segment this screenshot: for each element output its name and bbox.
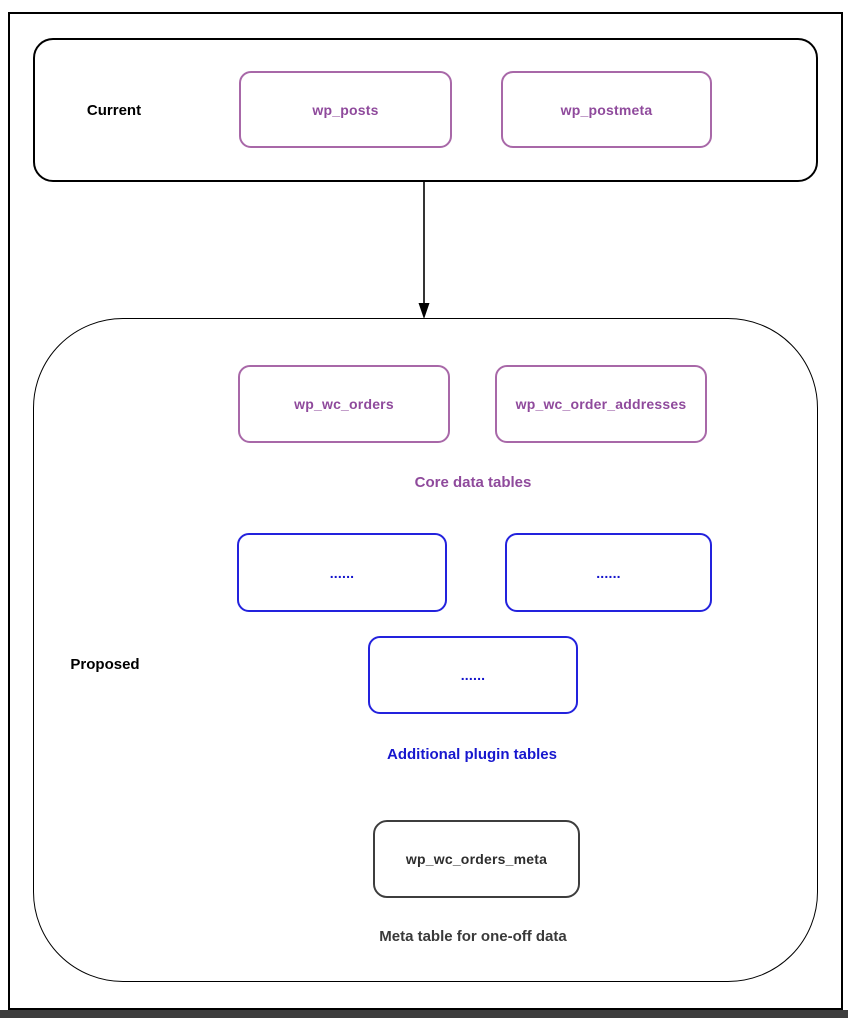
node-plugin-table-placeholder-2-label: ......: [596, 564, 621, 581]
proposed-group-label: Proposed: [70, 656, 140, 673]
node-plugin-table-placeholder-3: ......: [368, 636, 578, 714]
node-wp-wc-orders: wp_wc_orders: [238, 365, 450, 443]
current-to-proposed-arrow-icon: [418, 181, 430, 319]
node-plugin-table-placeholder-2: ......: [505, 533, 712, 612]
node-wp-wc-orders-meta: wp_wc_orders_meta: [373, 820, 580, 898]
node-wp-postmeta: wp_postmeta: [501, 71, 712, 148]
node-wp-wc-orders-label: wp_wc_orders: [294, 396, 394, 412]
current-group-label: Current: [86, 102, 142, 119]
node-wp-wc-order-addresses-label: wp_wc_order_addresses: [515, 396, 687, 412]
node-wp-posts: wp_posts: [239, 71, 452, 148]
node-wp-wc-order-addresses: wp_wc_order_addresses: [495, 365, 707, 443]
meta-table-caption: Meta table for one-off data: [379, 928, 567, 945]
additional-plugin-tables-caption: Additional plugin tables: [387, 746, 557, 763]
page-frame: [8, 12, 843, 1010]
bottom-edge-bar: [0, 1010, 848, 1018]
node-wp-posts-label: wp_posts: [312, 101, 379, 118]
node-plugin-table-placeholder-3-label: ......: [460, 667, 486, 683]
node-wp-postmeta-label: wp_postmeta: [560, 101, 653, 118]
core-data-tables-caption: Core data tables: [414, 474, 532, 491]
node-wp-wc-orders-meta-label: wp_wc_orders_meta: [405, 851, 548, 867]
node-plugin-table-placeholder-1: ......: [237, 533, 447, 612]
node-plugin-table-placeholder-1-label: ......: [329, 564, 355, 581]
